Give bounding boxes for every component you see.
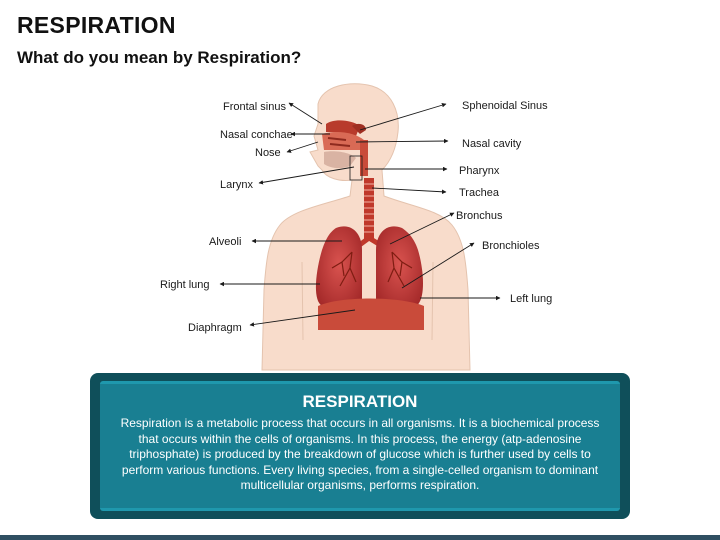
info-panel: RESPIRATION Respiration is a metabolic p… [90,373,630,519]
arrow-sphenoidal-sinus [359,103,447,131]
label-nasal-conchae: Nasal conchae [220,129,293,141]
shoulder-crease-right [301,261,304,341]
sphenoidal-sinus-shape [352,123,366,134]
slide-subtitle: What do you mean by Respiration? [17,48,302,67]
label-bronchioles: Bronchioles [482,240,540,252]
mouth-shape [324,151,356,169]
label-trachea: Trachea [459,187,500,199]
bottom-accent-bar [0,535,720,540]
label-bronchus: Bronchus [456,210,503,222]
panel-body-text: Respiration is a metabolic process that … [120,416,600,492]
label-larynx: Larynx [220,179,254,191]
pharynx-shape [360,140,368,176]
arrow-trachea [371,187,447,195]
arrow-bronchus [389,212,455,245]
label-left-lung: Left lung [510,293,552,305]
right-lung-shape [315,226,362,311]
nasal-conchae-shape [327,137,351,147]
label-frontal-sinus: Frontal sinus [223,101,286,113]
label-nose: Nose [255,147,281,159]
label-pharynx: Pharynx [459,165,500,177]
slide-title: RESPIRATION [17,12,176,38]
label-diaphragm: Diaphragm [188,322,242,334]
nasal-cavity-shape [322,132,364,150]
left-lung-shape [376,226,423,311]
label-right-lung: Right lung [160,279,210,291]
shoulder-crease-left [431,261,434,341]
label-sphenoidal-sinus: Sphenoidal Sinus [462,100,548,112]
trachea-shape [364,178,374,240]
arrow-frontal-sinus [288,102,323,125]
arrow-nose [286,141,319,153]
arrow-diaphragm [249,309,356,327]
panel-heading: RESPIRATION [302,392,418,411]
arrow-nasal-cavity [355,138,449,144]
diaphragm-shape [318,298,424,330]
label-nasal-cavity: Nasal cavity [462,138,522,150]
panel-face [100,381,620,511]
arrow-larynx [258,166,355,185]
label-alveoli: Alveoli [209,236,241,248]
arrow-bronchioles [401,242,475,289]
bronchioles-shape [331,251,413,287]
